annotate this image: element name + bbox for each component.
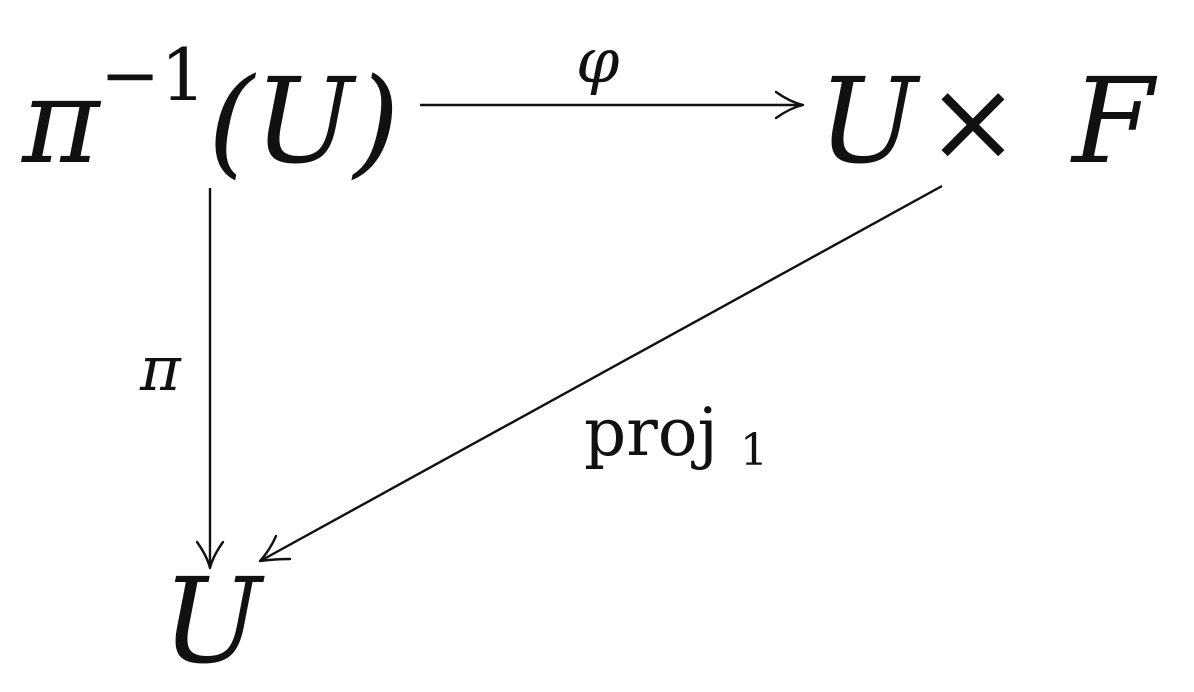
- node-product: U × F: [818, 52, 1158, 190]
- product-operator: ×: [926, 57, 1020, 187]
- base-space-label: U: [162, 552, 265, 690]
- arrow-proj-subscript: 1: [740, 425, 768, 476]
- arrow-phi: φ: [420, 24, 805, 120]
- arrow-proj-shaft: [261, 184, 943, 562]
- product-right: F: [1070, 52, 1158, 190]
- preimage-superscript: −1: [100, 33, 206, 117]
- arrow-proj-head: [258, 534, 292, 563]
- arrow-proj: proj 1: [258, 184, 943, 563]
- arrow-phi-label: φ: [576, 24, 620, 97]
- product-left: U: [818, 52, 921, 190]
- preimage-base: π: [20, 52, 102, 190]
- arrow-pi-label: π: [139, 332, 182, 405]
- node-preimage: π −1 (U): [20, 33, 400, 190]
- node-base-space: U: [162, 552, 265, 690]
- arrow-phi-head: [774, 90, 805, 120]
- arrow-pi-head: [195, 540, 225, 570]
- preimage-argument: (U): [208, 52, 400, 190]
- arrow-pi: π: [139, 188, 225, 570]
- arrow-proj-label: proj: [584, 394, 718, 471]
